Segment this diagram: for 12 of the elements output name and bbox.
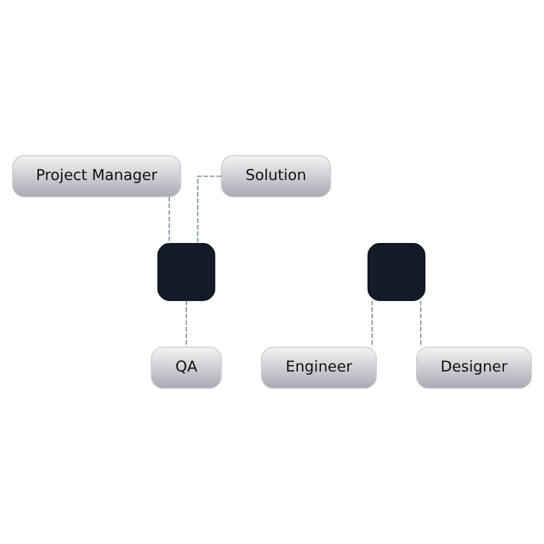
connector [197, 176, 222, 244]
node-box: Solution [220, 155, 332, 198]
node-box [367, 243, 426, 301]
connector [420, 300, 422, 347]
node-box: Project Manager [12, 155, 182, 198]
node-box: QA [150, 346, 222, 389]
node-box: Designer [416, 346, 532, 389]
connector [186, 300, 187, 347]
node-box: Engineer [261, 346, 377, 389]
connector [168, 197, 170, 244]
connector [372, 300, 373, 347]
node-box [157, 243, 216, 301]
